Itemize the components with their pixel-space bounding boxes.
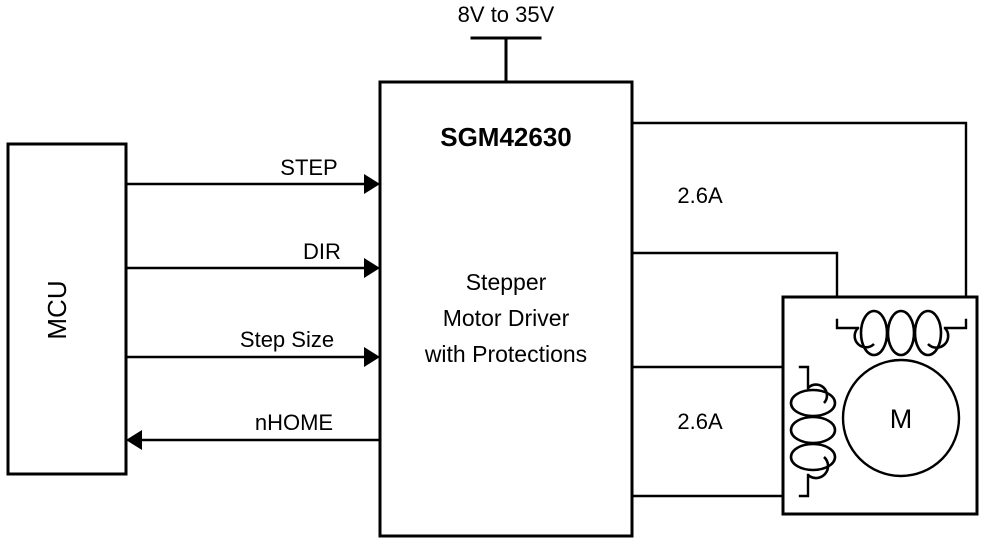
motor-coil-b-bottom-lead [798,473,810,498]
motor-enclosure [781,295,979,516]
supply-voltage-label: 8V to 35V [458,2,555,27]
motor-coil-a-left-lead [835,318,860,330]
signal-step-arrowhead [364,174,380,194]
output-wire-a-positive [630,121,968,322]
signal-nhome-label: nHOME [255,410,333,435]
signal-step-label: STEP [280,155,337,180]
motor-coil-b-top-lead [798,365,810,390]
signal-dir [124,258,380,278]
motor-label: M [890,404,913,434]
motor-body [841,358,961,478]
motor-coil-b-join-top [807,383,829,404]
supply-terminal [470,36,542,84]
signal-nhome [126,430,382,450]
motor-coil-a-right-lead [943,318,968,330]
motor-coil-b-join-bottom [807,456,830,480]
driver-description-line-2: Motor Driver [443,305,570,331]
driver-part-number: SGM42630 [440,122,572,152]
driver-description-line-1: Stepper [466,269,547,295]
motor-coil-a-join-left [853,327,875,349]
mcu-block [6,142,128,476]
signal-step [124,174,380,194]
mcu-label: MCU [42,280,72,339]
motor-coil-a-loop-3 [913,309,943,357]
signal-dir-label: DIR [303,239,341,264]
signal-step-size-arrowhead [364,347,380,367]
output-current-label-b: 2.6A [677,409,723,434]
signal-nhome-arrowhead [126,430,142,450]
driver-description-line-3: with Protections [424,341,587,367]
signal-step-size-label: Step Size [240,327,334,352]
motor-coil-a [835,309,968,357]
signal-dir-arrowhead [364,258,380,278]
signal-step-size [124,347,380,367]
motor-coil-b [789,365,837,498]
driver-block [378,80,634,538]
motor-coil-a-join-right [927,327,950,349]
output-current-label-a: 2.6A [677,183,723,208]
motor-coil-b-loop-3 [789,442,837,472]
